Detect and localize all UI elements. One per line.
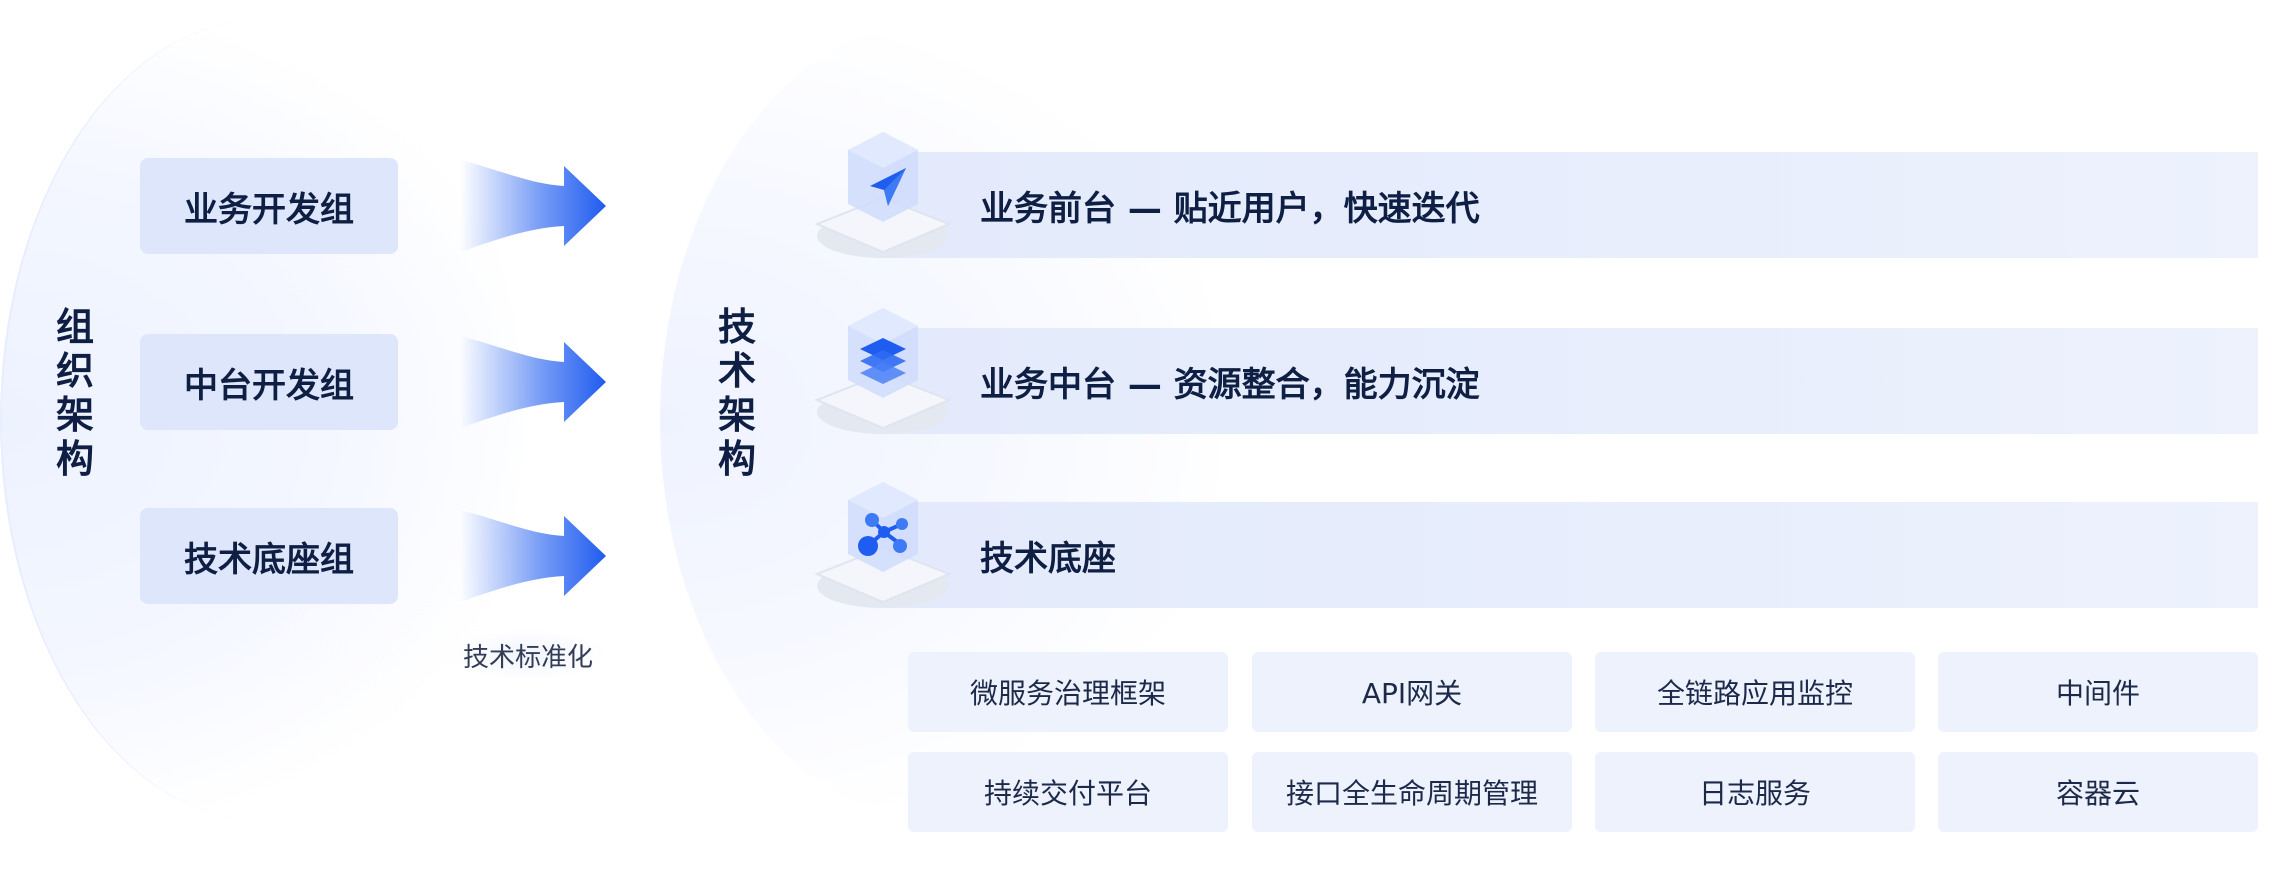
service-box: 接口全生命周期管理 — [1252, 752, 1572, 832]
stack-layers-icon — [814, 308, 952, 434]
org-architecture-title: 组 织 架 构 — [55, 305, 94, 481]
service-box: 全链路应用监控 — [1595, 652, 1915, 732]
paper-plane-icon — [814, 132, 952, 258]
tech-architecture-title: 技 术 架 构 — [717, 305, 756, 481]
layer-label-front: 业务前台 — 贴近用户，快速迭代 — [980, 188, 1480, 229]
service-box: 微服务治理框架 — [908, 652, 1228, 732]
org-group-middle-platform: 中台开发组 — [140, 334, 398, 430]
service-box: API网关 — [1252, 652, 1572, 732]
arrow-right-icon — [460, 510, 606, 602]
service-box: 中间件 — [1938, 652, 2258, 732]
org-group-business: 业务开发组 — [140, 158, 398, 254]
service-box: 容器云 — [1938, 752, 2258, 832]
tech-standardization-label: 技术标准化 — [448, 630, 608, 680]
network-nodes-icon — [814, 482, 952, 608]
org-group-tech-base: 技术底座组 — [140, 508, 398, 604]
layer-bar-middle — [880, 328, 2258, 434]
layer-label-base: 技术底座 — [980, 538, 1116, 579]
arrow-right-icon — [460, 336, 606, 428]
layer-bar-base — [880, 502, 2258, 608]
service-box: 日志服务 — [1595, 752, 1915, 832]
arrow-right-icon — [460, 160, 606, 252]
layer-bar-front — [880, 152, 2258, 258]
layer-label-middle: 业务中台 — 资源整合，能力沉淀 — [980, 364, 1480, 405]
service-box: 持续交付平台 — [908, 752, 1228, 832]
